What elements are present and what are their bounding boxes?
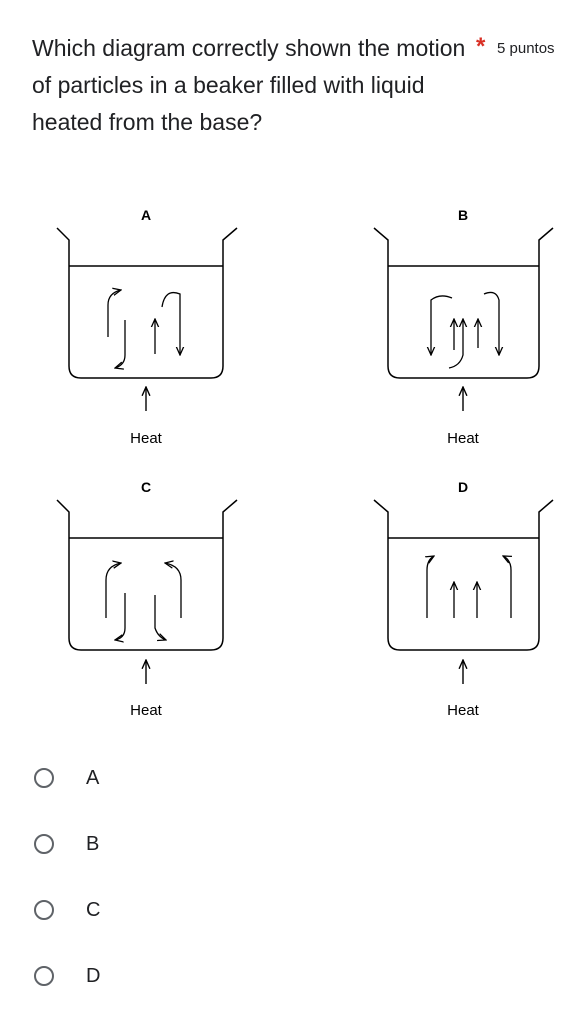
panel-d: D Heat (373, 479, 554, 719)
panel-b-heat-label: Heat (447, 430, 480, 447)
points-label: 5 puntos (497, 40, 555, 57)
radio-circle-icon[interactable] (34, 966, 54, 986)
question-text: Which diagram correctly shown the motion… (32, 35, 466, 135)
beaker-b (373, 227, 554, 379)
option-b[interactable]: B (34, 811, 100, 877)
panel-a-heat-label: Heat (130, 430, 163, 447)
option-c[interactable]: C (34, 877, 100, 943)
radio-circle-icon[interactable] (34, 900, 54, 920)
beaker-c (56, 499, 238, 651)
particle-arrows-a (107, 290, 180, 368)
panel-a: A Heat (56, 207, 238, 447)
beaker-a (56, 227, 238, 379)
convection-diagram: A Heat B Heat (56, 207, 554, 719)
option-d[interactable]: D (34, 943, 100, 1009)
option-label: A (86, 766, 100, 789)
option-label: B (86, 832, 100, 855)
panel-c: C Heat (56, 479, 238, 719)
required-asterisk: * (476, 33, 486, 60)
panel-c-letter: C (141, 479, 151, 495)
particle-arrows-b (431, 291, 499, 369)
panel-b: B Heat (373, 207, 554, 447)
option-label: D (86, 964, 101, 987)
panel-d-heat-label: Heat (447, 702, 480, 719)
panel-b-letter: B (458, 207, 468, 223)
radio-circle-icon[interactable] (34, 768, 54, 788)
option-label: C (86, 898, 101, 921)
answer-options: A B C D (34, 745, 100, 1009)
option-a[interactable]: A (34, 745, 100, 811)
panel-a-letter: A (141, 207, 151, 223)
panel-c-heat-label: Heat (130, 702, 163, 719)
particle-arrows-d (427, 556, 511, 618)
beaker-d (373, 499, 554, 651)
particle-arrows-c (105, 563, 182, 640)
panel-d-letter: D (458, 479, 468, 495)
radio-circle-icon[interactable] (34, 834, 54, 854)
